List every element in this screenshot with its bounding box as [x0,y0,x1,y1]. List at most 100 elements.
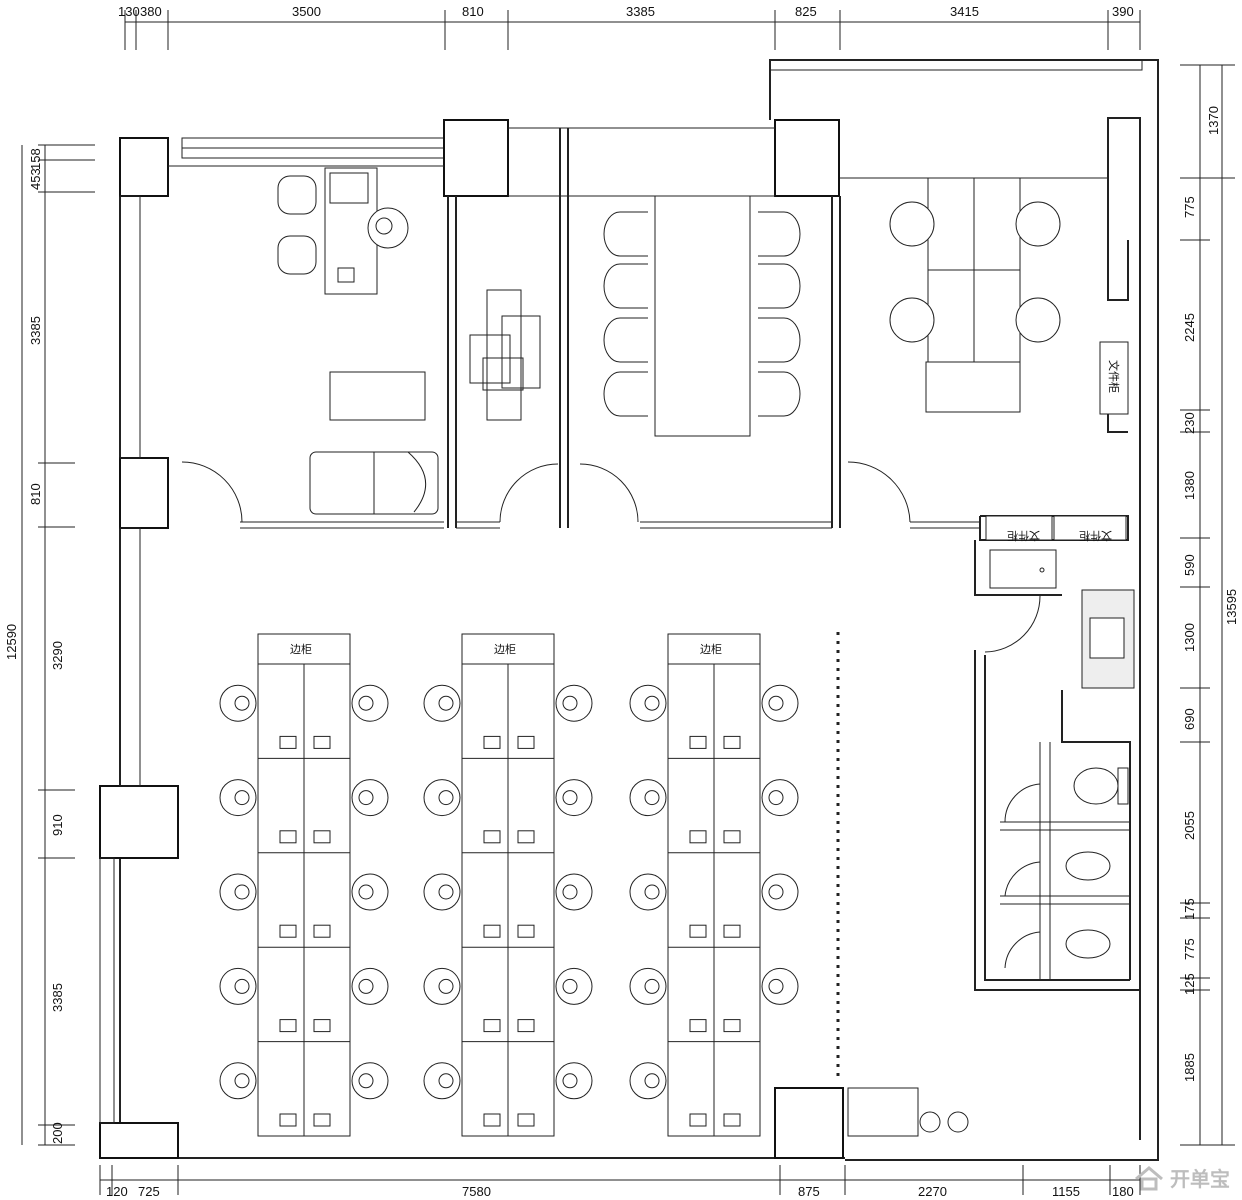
dim-top-2: 3500 [292,4,321,19]
computer [517,924,535,938]
computer [723,924,741,938]
computer [313,924,331,938]
computer [483,1113,501,1127]
dim-right-inner-12: 1885 [1182,1053,1197,1082]
office-chair-seat [234,1073,250,1089]
computer [689,735,707,749]
side-cabinet-label-2: 边柜 [494,643,516,656]
office-chair-seat [438,884,454,900]
computer [483,830,501,844]
computer [723,830,741,844]
computer [279,735,297,749]
office-chair-seat [438,978,454,994]
dim-right-inner-6: 1300 [1182,623,1197,652]
computer [689,1113,707,1127]
dim-right-inner-11: 125 [1182,973,1197,995]
office-chair-seat [358,1073,374,1089]
office-chair-seat [234,978,250,994]
office-chair-seat [234,790,250,806]
office-chair-seat [768,884,784,900]
office-chair-seat [562,695,578,711]
computer [723,735,741,749]
computer [313,735,331,749]
conference-room [603,195,801,437]
computer [689,1019,707,1033]
office-chair-seat [644,884,660,900]
side-cabinet-label-3: 边柜 [700,643,722,656]
manager-office [277,167,439,515]
office-chair-seat [768,790,784,806]
office-chair-seat [438,790,454,806]
office-chair-seat [562,884,578,900]
dim-right-inner-0: 1370 [1206,106,1221,135]
dim-right-inner-8: 2055 [1182,811,1197,840]
dim-left-inner-0: 453 [28,168,43,190]
dim-top-3: 810 [462,4,484,19]
office-chair-seat [234,884,250,900]
dim-left-inner-2: 3385 [28,316,43,345]
side-cabinet-label-1: 边柜 [290,643,312,656]
dim-right-inner-10: 775 [1182,938,1197,960]
dim-top-4: 3385 [626,4,655,19]
office-chair-seat [562,790,578,806]
doors [181,461,1041,969]
computer [517,830,535,844]
office-chair-seat [358,695,374,711]
computer [689,924,707,938]
computer [279,1113,297,1127]
watermark: 开单宝 [1134,1163,1230,1192]
computer [483,735,501,749]
file-cabinet-label-3: 文件柜 [1079,529,1112,543]
dim-left-inner-4: 3290 [50,641,65,670]
office-chair-seat [768,695,784,711]
dim-bottom-5: 1155 [1052,1184,1080,1199]
dim-right-inner-4: 1380 [1182,471,1197,500]
team-office [889,177,1061,413]
dim-bottom-2: 7580 [462,1184,491,1199]
dim-right-inner-3: 230 [1182,412,1197,434]
dim-top-7: 390 [1112,4,1134,19]
office-chair-seat [358,884,374,900]
dim-right-inner-2: 2245 [1182,313,1197,342]
workstation-block-1: 边柜 [257,633,351,1137]
dim-right-inner-9: 175 [1182,898,1197,920]
computer [279,924,297,938]
dim-left-inner-5: 910 [50,814,65,836]
dim-bottom-1: 725 [138,1184,160,1199]
workstation-rows [219,684,799,1127]
computer [483,1019,501,1033]
computer [279,830,297,844]
computer [313,1019,331,1033]
dim-bottom-4: 2270 [918,1184,947,1199]
dim-top-6: 3415 [950,4,979,19]
dim-left-inner-1: 158 [28,148,43,170]
computer [723,1019,741,1033]
computer [279,1019,297,1033]
office-chair-seat [438,695,454,711]
office-chair-seat [562,978,578,994]
office-chair-seat [644,978,660,994]
computer [313,830,331,844]
computer [689,830,707,844]
office-chair-seat [644,1073,660,1089]
computer [517,735,535,749]
walls [99,59,1159,1161]
office-chair-seat [644,790,660,806]
office-chair-seat [768,978,784,994]
house-logo-icon [1135,1165,1163,1190]
file-cabinets: 文件柜 文件柜 文件柜 [985,341,1129,543]
dim-left-inner-6: 3385 [50,983,65,1012]
dim-right-inner-1: 775 [1182,196,1197,218]
dim-top-5: 825 [795,4,817,19]
file-cabinet-label-1: 文件柜 [1107,360,1121,393]
office-chair-seat [358,978,374,994]
office-chair-seat [358,790,374,806]
dim-bottom-6: 180 [1112,1184,1134,1199]
dim-left-outer-0: 12590 [4,624,19,660]
computer [517,1113,535,1127]
dim-left-inner-7: 200 [50,1122,65,1144]
computer [483,924,501,938]
workstation-block-3: 边柜 [667,633,761,1137]
office-chair-seat [644,695,660,711]
